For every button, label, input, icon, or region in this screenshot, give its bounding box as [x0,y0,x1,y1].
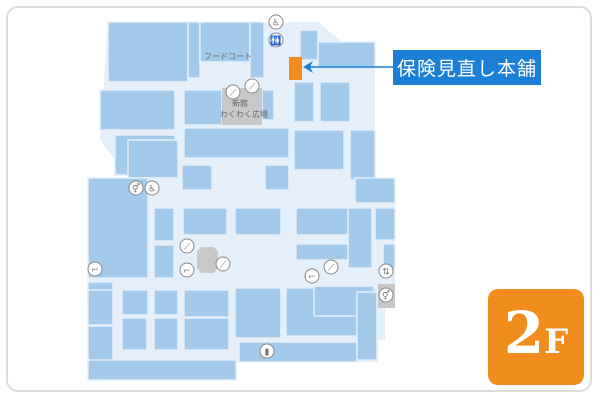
elevator-icon [378,263,394,279]
wakuwaku-label: わくわく広場 [220,110,268,119]
stairs-icon [87,261,103,277]
wheelchair-icon-glyph: ♿ [272,19,280,29]
shop-15 [293,129,345,171]
aed-icon-glyph: ▮ [265,348,270,358]
shop-44 [87,359,237,381]
shop-33 [121,289,149,316]
escalator-icon-glyph: ⟋ [230,89,237,99]
shop-34 [121,317,148,351]
shop-13 [293,81,315,123]
shop-14 [319,81,351,123]
stairs-icon-glyph: ⌐ [183,267,191,277]
shop-1 [107,21,189,83]
callout-arrow-head [303,61,313,73]
shop-38 [183,317,230,351]
shop-9 [127,139,179,179]
shop-7 [99,89,176,131]
wheelchair-icon [144,180,160,196]
shinkan-label: 新館 [232,99,248,108]
escalator-icon-glyph: ⟋ [249,83,256,93]
central-void [197,247,218,273]
shop-42 [356,291,378,361]
shop-28 [374,207,396,241]
stairs-icon-glyph: ⌐ [308,273,316,283]
escalator-icon-glyph: ⟋ [184,243,191,253]
restroom-icon [128,180,144,196]
escalator-icon [323,259,339,275]
shop-36 [153,317,179,351]
elevator-icon-glyph: ⇅ [382,268,390,278]
shop-12 [183,127,290,159]
escalator-icon [225,84,241,100]
shop-43 [238,341,358,363]
escalator-icon-glyph: ⟋ [328,264,335,274]
stairs-icon [304,268,320,284]
shop-31 [87,289,114,326]
wheelchair-icon-glyph: ♿ [148,185,156,195]
shop-5 [299,29,319,61]
shop-22 [153,244,175,279]
shop-17 [264,164,290,191]
restroom-icon-glyph: ⚥ [382,290,390,302]
shop-23 [182,207,228,236]
stairs-icon-glyph: ⌐ [91,266,99,276]
wheelchair-icon [268,14,284,30]
escalator-icon [179,238,195,254]
restroom-icon [268,32,284,48]
food-court-label: フードコート [204,52,252,61]
restroom-icon-glyph: ⚥ [132,183,140,195]
shop-16 [181,164,213,191]
restroom-icon [378,287,394,303]
restroom-icon-glyph: 🚻 [270,35,281,47]
shop-6 [317,41,376,68]
escalator-icon [215,256,231,272]
shop-24 [234,207,282,236]
shop-4 [249,21,265,79]
aed-icon [259,343,275,359]
shop-2 [187,21,201,79]
shop-10 [183,89,223,126]
escalator-icon [244,78,260,94]
shop-19 [354,177,396,204]
escalator-icon-glyph: ⟋ [220,261,227,271]
shop-21 [153,207,175,242]
floor-number: 2 [503,299,545,367]
shop-37 [183,289,230,318]
shop-35 [153,289,179,316]
highlighted-shop[interactable] [289,57,302,80]
stairs-icon [179,262,195,278]
floor-suffix: F [544,322,569,362]
shop-3 [199,21,251,63]
shop-39 [234,287,282,339]
shop-callout-label[interactable]: 保険見直し本舗 [393,50,541,85]
shop-18 [349,129,376,181]
shop-27 [347,207,373,269]
